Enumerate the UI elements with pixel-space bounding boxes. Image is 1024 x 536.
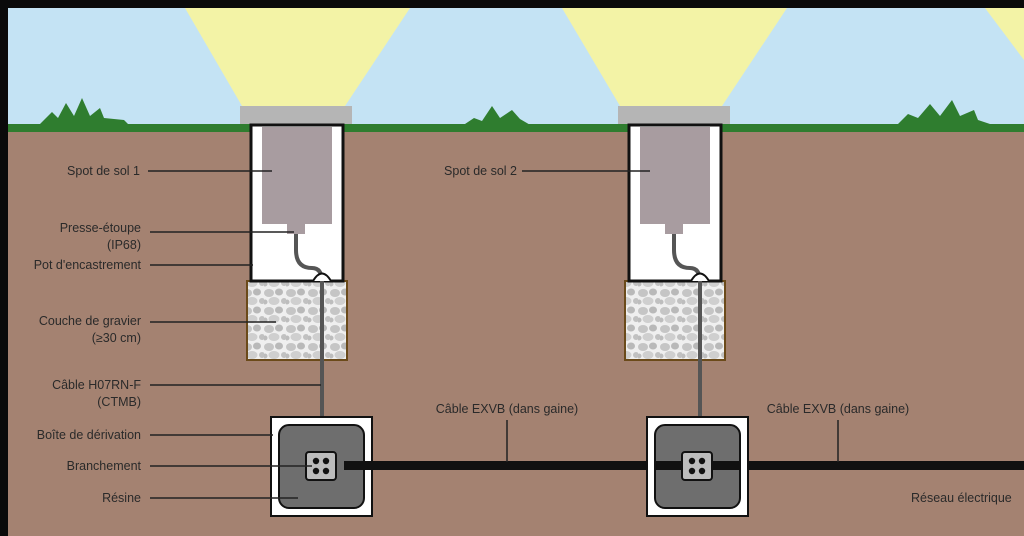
spot-body-2 (640, 127, 710, 224)
light-beam-1 (185, 8, 410, 106)
gravel-layer-2 (624, 280, 726, 361)
pot-notch-1 (312, 272, 332, 282)
label-presse-etoupe-sub: (IP68) (107, 238, 141, 252)
label-boite: Boîte de dérivation (37, 428, 141, 442)
spot-cap-1 (240, 106, 352, 124)
grass-line (8, 124, 1024, 132)
junction-box-1 (270, 416, 373, 517)
junction-box-2 (646, 416, 749, 517)
connector-2 (681, 451, 713, 481)
label-spot2: Spot de sol 2 (444, 164, 517, 178)
cable-gland-1 (287, 224, 305, 234)
gravel-layer-1 (246, 280, 348, 361)
grass-tuft-3 (896, 100, 996, 126)
label-cable-h07-sub: (CTMB) (97, 395, 141, 409)
label-resine: Résine (102, 491, 141, 505)
left-frame (0, 0, 8, 536)
spot-assembly-2 (618, 106, 730, 418)
spot-cap-2 (618, 106, 730, 124)
label-gravier: Couche de gravier (39, 314, 141, 328)
label-exvb-1: Câble EXVB (dans gaine) (436, 402, 578, 416)
label-cable-h07: Câble H07RN-F (52, 378, 141, 392)
leader-lines (148, 170, 839, 499)
grass-tuft-2 (462, 106, 532, 126)
light-beam-3 (985, 8, 1024, 60)
light-beam-2 (562, 8, 787, 106)
cable-gland-2 (665, 224, 683, 234)
sky (8, 8, 1024, 126)
label-exvb-2: Câble EXVB (dans gaine) (767, 402, 909, 416)
label-spot1: Spot de sol 1 (67, 164, 140, 178)
top-frame (0, 0, 1024, 8)
soil (8, 130, 1024, 536)
spot-assembly-1 (240, 106, 352, 418)
pot-notch-2 (690, 272, 710, 282)
label-gravier-sub: (≥30 cm) (92, 331, 141, 345)
label-reseau: Réseau électrique (911, 491, 1012, 505)
label-presse-etoupe: Presse-étoupe (60, 221, 141, 235)
label-pot: Pot d'encastrement (34, 258, 142, 272)
label-branchement: Branchement (67, 459, 142, 473)
spot-body-1 (262, 127, 332, 224)
grass-tuft-1 (38, 98, 130, 126)
